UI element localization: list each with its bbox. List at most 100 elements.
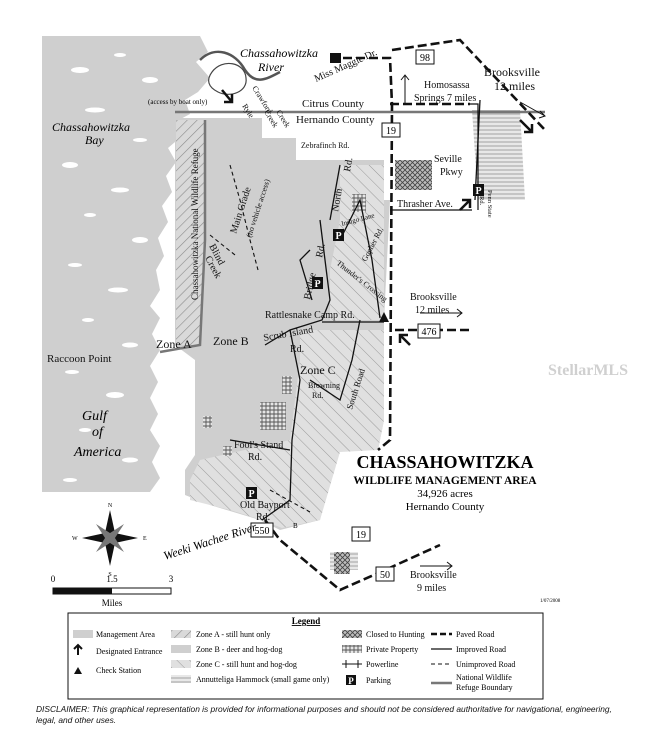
b-marker: B [293,522,298,530]
legend: Legend Management Area Designated Entran… [67,612,544,700]
svg-text:476: 476 [422,327,437,338]
svg-text:Improved Road: Improved Road [456,645,506,654]
svg-text:Seville: Seville [434,154,462,165]
svg-text:Check Station: Check Station [96,666,141,675]
svg-text:Penn State: Penn State [486,190,493,218]
zone-c-north-hatch [330,165,384,320]
svg-text:Chassahowitzka: Chassahowitzka [240,46,318,60]
unimproved-roads [209,164,311,513]
svg-text:Zone A - still hunt only: Zone A - still hunt only [196,630,270,639]
svg-text:Rd.: Rd. [290,344,304,355]
svg-text:Springs 7 miles: Springs 7 miles [414,93,476,104]
svg-text:CHASSAHOWITZKA: CHASSAHOWITZKA [356,452,533,472]
paved-roads [263,38,546,592]
river-lake [208,62,247,95]
svg-text:3: 3 [169,574,174,584]
svg-text:Paved Road: Paved Road [456,630,494,639]
svg-text:E: E [143,536,147,542]
svg-text:P: P [348,676,354,686]
svg-text:0: 0 [51,574,56,584]
svg-text:Rd.: Rd. [314,242,328,258]
svg-text:Thrasher Ave.: Thrasher Ave. [397,199,453,210]
svg-text:12 miles: 12 miles [415,305,449,316]
svg-text:P: P [335,231,341,242]
closed-to-hunting-south [334,552,350,574]
svg-text:Hernando County: Hernando County [296,114,375,126]
annutteliga-hammock [472,110,525,200]
coastal-marsh [42,36,210,492]
svg-text:Pkwy: Pkwy [440,167,463,178]
svg-text:Rattlesnake Camp Rd.: Rattlesnake Camp Rd. [265,310,355,321]
svg-text:Gulf: Gulf [82,409,109,424]
svg-text:50: 50 [380,570,390,581]
powerline [470,103,479,210]
svg-text:Powerline: Powerline [366,660,399,669]
svg-text:Zone C: Zone C [300,363,336,377]
svg-text:(access by boat only): (access by boat only) [148,98,208,106]
svg-text:River: River [257,60,284,74]
private-property-2 [260,402,286,430]
svg-text:Rd.: Rd. [256,512,270,523]
svg-text:98: 98 [420,53,430,64]
refuge-boundary [159,120,207,354]
svg-text:Zone B: Zone B [213,334,249,348]
svg-text:Brooksville: Brooksville [410,570,457,581]
svg-text:Raccoon Point: Raccoon Point [47,353,111,365]
svg-text:Closed to Hunting: Closed to Hunting [366,630,425,639]
svg-text:Chassahowitzka: Chassahowitzka [52,120,130,134]
svg-text:Citrus County: Citrus County [302,98,365,110]
svg-text:Zone A: Zone A [156,337,192,351]
svg-text:Management Area: Management Area [96,630,155,639]
svg-text:P: P [248,489,254,500]
parking-markers: P P P P [246,53,484,500]
svg-text:N: N [108,503,113,509]
marsh-islands [62,53,158,482]
svg-text:Unimproved Road: Unimproved Road [456,660,515,669]
entrance-icon [73,643,83,655]
check-station-icon [74,667,82,674]
svg-text:Parking: Parking [366,676,391,685]
title-block: CHASSAHOWITZKA WILDLIFE MANAGEMENT AREA … [353,452,537,513]
closed-to-hunting-seville [395,160,432,190]
disclaimer-text: DISCLAIMER: This graphical representatio… [36,704,612,725]
entrance-arrows [221,89,534,346]
compass-rose: N S E W [72,503,147,578]
private-property-4 [203,416,212,428]
svg-text:34,926 acres: 34,926 acres [417,488,473,500]
svg-text:National Wildlife: National Wildlife [456,673,512,682]
svg-text:Weeki Wachee River: Weeki Wachee River [162,519,259,562]
svg-text:Hernando County: Hernando County [406,501,485,513]
svg-text:Private Property: Private Property [366,645,418,654]
svg-text:Old Bayport: Old Bayport [240,500,290,511]
svg-text:W: W [72,536,78,542]
svg-text:Bay: Bay [85,133,104,147]
direction-arrows [400,74,546,571]
svg-text:9 miles: 9 miles [417,583,446,594]
check-station [379,312,389,322]
private-property-5 [223,446,232,456]
svg-text:19: 19 [356,530,366,541]
zone-a-hatch [176,120,205,345]
svg-text:Brooksville: Brooksville [484,65,540,79]
legend-title: Legend [292,616,321,626]
svg-text:Zone C - still hunt and hog-do: Zone C - still hunt and hog-dog [196,660,297,669]
svg-text:12 miles: 12 miles [494,79,535,93]
svg-text:Annutteliga Hammock (small gam: Annutteliga Hammock (small game only) [196,675,330,684]
svg-text:America: America [73,445,121,460]
svg-text:Miles: Miles [102,598,123,608]
watermark: StellarMLS [548,362,628,379]
svg-text:Zone B - deer and hog-dog: Zone B - deer and hog-dog [196,645,282,654]
private-property-3 [282,376,292,394]
svg-text:Brooksville: Brooksville [410,292,457,303]
svg-text:Rd.: Rd. [248,452,262,463]
svg-text:Fool's Stand: Fool's Stand [234,440,283,451]
route-shields: 98 19 476 550 19 50 [250,49,441,582]
zone-c-hatch [190,330,384,528]
powerline-icon [342,660,362,668]
svg-text:Rd.: Rd. [312,391,323,400]
map-code: 1/07/2008 [540,599,561,604]
svg-text:Homosassa: Homosassa [424,80,470,91]
svg-text:19: 19 [386,126,396,137]
